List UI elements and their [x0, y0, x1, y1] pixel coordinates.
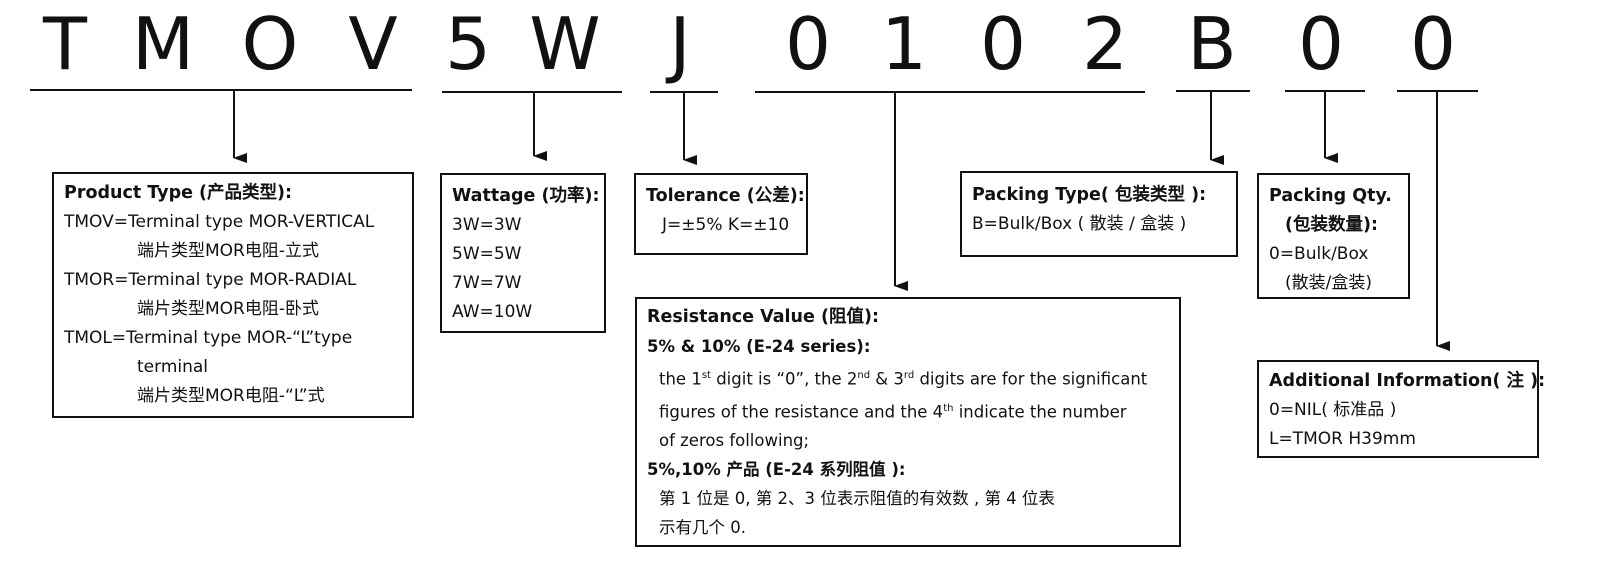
product-type-text-tmol: Terminal type MOR-“L”type — [126, 328, 353, 348]
code-char-0-d: 0 — [1410, 2, 1456, 86]
resistance-sup-nd: nd — [857, 370, 871, 381]
packing-type-text: B=Bulk/Box ( 散装 / 盒装 ) — [972, 214, 1187, 234]
product-type-cn-tmov: 端片类型MOR电阻-立式 — [137, 241, 319, 261]
resistance-sub-en: 5% & 10% (E-24 series): — [647, 337, 871, 356]
resistance-sub-cn: 5%,10% 产品 (E-24 系列阻值 ): — [647, 460, 906, 479]
tolerance-title: Tolerance (公差): — [646, 186, 805, 206]
product-type-cn-tmor: 端片类型MOR电阻-卧式 — [137, 299, 319, 319]
resistance-sup-th: th — [943, 402, 954, 414]
code-char-m: M — [131, 2, 195, 86]
code-char-0-c: 0 — [1298, 2, 1344, 86]
resistance-box: Resistance Value (阻值): 5% & 10% (E-24 se… — [635, 297, 1181, 547]
additional-info-line-1: 0=NIL( 标准品 ) — [1269, 400, 1397, 420]
resistance-sup-st: st — [701, 370, 711, 381]
code-char-b: B — [1187, 2, 1237, 86]
resistance-line-1: the 1st digit is “0”, the 2nd & 3rd digi… — [647, 361, 1169, 394]
resistance-line-1-a: the 1 — [659, 369, 702, 389]
product-type-code-tmov: TMOV= — [64, 212, 129, 232]
resistance-cn-line-1: 第 1 位是 0, 第 2、3 位表示阻值的有效数 , 第 4 位表 — [659, 489, 1055, 508]
product-type-row-tmol: TMOL= Terminal type MOR-“L”type — [64, 324, 402, 353]
packing-qty-title: Packing Qty. — [1269, 186, 1392, 206]
resistance-line-1-b: digit is “0”, the 2 — [710, 369, 858, 389]
product-type-row-tmov: TMOV= Terminal type MOR-VERTICAL — [64, 208, 402, 237]
code-char-v: V — [348, 2, 398, 86]
code-char-w: W — [529, 2, 601, 86]
resistance-line-1-c: & 3 — [870, 369, 904, 389]
additional-info-line-2: L=TMOR H39mm — [1269, 429, 1416, 449]
product-type-row-tmor: TMOR= Terminal type MOR-RADIAL — [64, 266, 402, 295]
wattage-title: Wattage (功率): — [452, 186, 600, 206]
code-char-0-a: 0 — [785, 2, 831, 86]
product-type-box: Product Type (产品类型): TMOV= Terminal type… — [52, 172, 414, 418]
product-type-title: Product Type (产品类型): — [64, 183, 293, 203]
product-type-code-tmor: TMOR= — [64, 270, 129, 290]
wattage-item-5w: 5W=5W — [452, 244, 522, 264]
wattage-item-3w: 3W=3W — [452, 215, 522, 235]
tolerance-text: J=±5% K=±10 — [662, 215, 790, 235]
packing-type-box: Packing Type( 包装类型 ): B=Bulk/Box ( 散装 / … — [960, 171, 1238, 257]
resistance-sup-rd: rd — [903, 370, 915, 381]
code-char-1: 1 — [881, 2, 927, 86]
wattage-box: Wattage (功率): 3W=3W 5W=5W 7W=7W AW=10W — [440, 173, 606, 333]
product-type-cont-tmol: terminal — [137, 357, 209, 377]
resistance-line-2: figures of the resistance and the 4th in… — [647, 394, 1169, 427]
wattage-item-7w: 7W=7W — [452, 273, 522, 293]
code-char-5: 5 — [445, 2, 491, 86]
code-char-0-b: 0 — [980, 2, 1026, 86]
packing-type-title: Packing Type( 包装类型 ): — [972, 185, 1207, 205]
resistance-line-3: of zeros following; — [659, 431, 810, 450]
additional-info-box: Additional Information( 注 ): 0=NIL( 标准品 … — [1257, 360, 1546, 458]
packing-qty-title-cn: (包装数量): — [1285, 215, 1378, 235]
resistance-line-2-b: indicate the number — [953, 402, 1127, 421]
resistance-line-1-d: digits are for the significant — [914, 369, 1148, 389]
resistance-cn-line-2: 示有几个 0. — [659, 518, 746, 537]
code-char-2: 2 — [1082, 2, 1128, 86]
product-type-code-tmol: TMOL= — [64, 328, 127, 348]
code-char-t: T — [43, 2, 87, 86]
code-char-j: J — [669, 2, 691, 86]
product-type-text-tmov: Terminal type MOR-VERTICAL — [128, 212, 375, 232]
tolerance-box: Tolerance (公差): J=±5% K=±10 — [634, 173, 808, 255]
additional-info-title: Additional Information( 注 ): — [1269, 371, 1546, 391]
resistance-title: Resistance Value (阻值): — [647, 307, 879, 327]
wattage-item-aw: AW=10W — [452, 302, 533, 322]
product-type-text-tmor: Terminal type MOR-RADIAL — [128, 270, 357, 290]
packing-qty-box: Packing Qty. (包装数量): 0=Bulk/Box (散装/盒装) — [1257, 173, 1410, 299]
packing-qty-text: 0=Bulk/Box — [1269, 244, 1369, 264]
packing-qty-text-cn: (散装/盒装) — [1285, 273, 1372, 293]
product-type-cn-tmol: 端片类型MOR电阻-“L”式 — [137, 386, 325, 406]
resistance-line-2-a: figures of the resistance and the 4 — [659, 402, 944, 421]
code-char-o: O — [241, 2, 299, 86]
